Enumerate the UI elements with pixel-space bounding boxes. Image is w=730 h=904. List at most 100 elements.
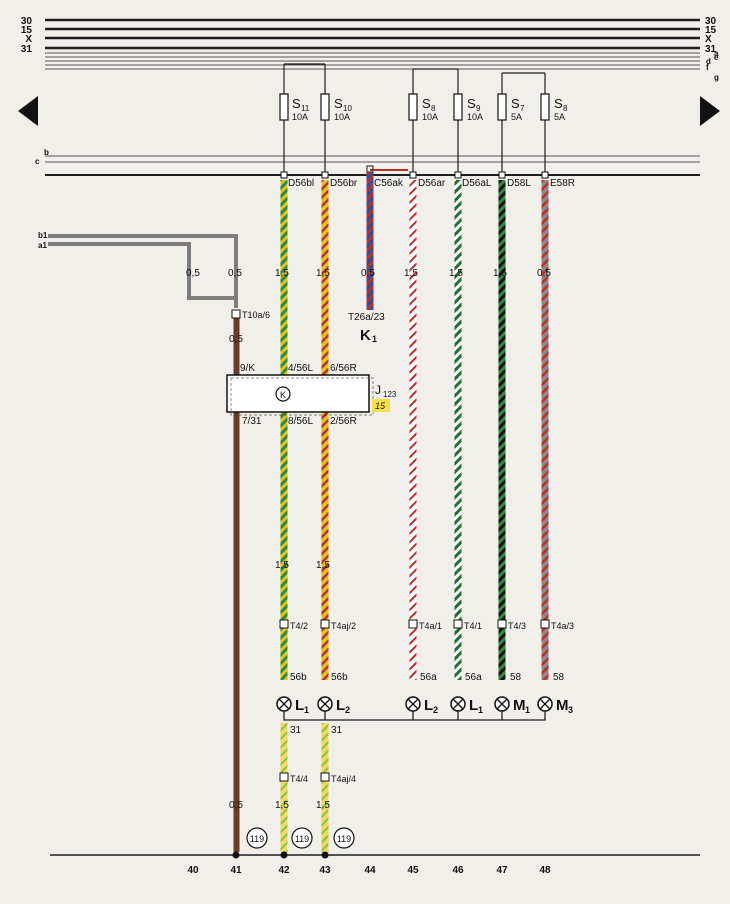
ground-labels: 31 31 — [290, 725, 343, 736]
svg-text:43: 43 — [319, 865, 331, 876]
wire-col47 — [498, 180, 506, 680]
wire-col42 — [280, 180, 288, 680]
connectors-t4-mid: T4/2 T4aj/2 T4a/1 T4/1 T4/3 T4a/3 — [279, 619, 574, 631]
ground-bus — [283, 711, 546, 721]
rail-label-right-a: a — [714, 49, 719, 58]
svg-text:T4/1: T4/1 — [464, 621, 482, 631]
lamp-m1: M 1 — [494, 696, 530, 715]
svg-text:L: L — [424, 697, 433, 714]
svg-text:41: 41 — [230, 865, 242, 876]
svg-text:M: M — [556, 697, 569, 714]
k1-label: K — [360, 327, 371, 344]
wire-col41-upper — [233, 315, 240, 375]
svg-text:1,5: 1,5 — [316, 800, 330, 811]
rail-label-right-g: g — [714, 73, 719, 82]
svg-text:1: 1 — [372, 334, 377, 344]
svg-text:10A: 10A — [334, 112, 350, 122]
svg-text:0,5: 0,5 — [229, 800, 243, 811]
signal-labels: 56b 56b 56a 56a 58 58 — [290, 672, 565, 683]
svg-text:T10a/6: T10a/6 — [242, 310, 270, 320]
svg-text:2: 2 — [433, 705, 438, 715]
svg-text:M: M — [513, 697, 526, 714]
svg-text:S: S — [554, 96, 563, 111]
connector-labels: D56bl D56br C56ak D56ar D56aL D58L E58R — [288, 178, 575, 189]
wire-col44 — [366, 172, 374, 310]
harness-label-b1: b1 — [38, 231, 48, 240]
svg-text:L: L — [469, 697, 478, 714]
svg-text:10A: 10A — [422, 112, 438, 122]
svg-text:10: 10 — [343, 104, 352, 113]
wire-col48 — [541, 180, 549, 680]
svg-text:T4aj/4: T4aj/4 — [331, 774, 356, 784]
svg-text:48: 48 — [539, 865, 551, 876]
svg-text:8: 8 — [431, 104, 436, 113]
svg-text:1,5: 1,5 — [449, 268, 463, 279]
fuse-s11: S 11 10A — [279, 93, 310, 122]
svg-text:45: 45 — [407, 865, 419, 876]
svg-text:0,5: 0,5 — [186, 268, 200, 279]
rail-label-left-15: 15 — [21, 25, 33, 36]
svg-text:0,5: 0,5 — [537, 268, 551, 279]
connector-d58l: D58L — [507, 178, 531, 189]
connector-t10a6: T10a/6 — [231, 309, 270, 320]
svg-text:1,5: 1,5 — [275, 268, 289, 279]
svg-text:10A: 10A — [467, 112, 483, 122]
svg-text:1: 1 — [304, 705, 309, 715]
ground-ref-markers: 119 119 119 — [246, 827, 355, 849]
svg-text:44: 44 — [364, 865, 376, 876]
svg-text:40: 40 — [187, 865, 199, 876]
rail-label-right-30: 30 — [705, 16, 717, 27]
svg-text:1,5: 1,5 — [493, 268, 507, 279]
svg-text:L: L — [295, 697, 304, 714]
svg-text:T4/3: T4/3 — [508, 621, 526, 631]
svg-text:T4a/1: T4a/1 — [419, 621, 442, 631]
harness-label-a1: a1 — [38, 241, 47, 250]
svg-text:S: S — [292, 96, 301, 111]
lamp-l1-right: L 1 — [450, 696, 483, 715]
svg-text:K: K — [280, 390, 286, 400]
connector-c56ak: C56ak — [374, 178, 404, 189]
svg-text:L: L — [336, 697, 345, 714]
svg-text:7/31: 7/31 — [242, 416, 262, 427]
rail-label-b: b — [44, 148, 49, 157]
relay-j123: K 9/K 4/56L 6/56R 7/31 8/56L 2/56R J 123… — [226, 363, 397, 427]
connector-d56ar: D56ar — [418, 178, 446, 189]
svg-text:9: 9 — [476, 104, 481, 113]
rail-label-left-31: 31 — [21, 44, 33, 55]
relay-j123-box — [226, 374, 370, 413]
connectors-t4-lower: T4/4 T4aj/4 — [279, 772, 356, 784]
svg-text:47: 47 — [496, 865, 508, 876]
lamp-l2-left: L 2 — [317, 696, 350, 715]
connector-e58r: E58R — [550, 178, 575, 189]
svg-text:0,5: 0,5 — [228, 268, 242, 279]
svg-text:T4/2: T4/2 — [290, 621, 308, 631]
lamp-l1-left: L 1 — [276, 696, 309, 715]
wire-col45 — [409, 180, 417, 680]
rail-label-right-d: d — [706, 57, 711, 66]
fuse-s8-10a: S 8 10A — [408, 93, 438, 122]
svg-text:119: 119 — [250, 834, 264, 844]
rail-label-left-30: 30 — [21, 16, 33, 27]
ground-ref-2-icon — [291, 827, 313, 849]
ground-ref-1-icon — [246, 827, 268, 849]
connector-t26a23: T26a/23 K 1 — [348, 312, 385, 344]
previous-page-arrow-icon[interactable] — [18, 96, 38, 126]
svg-text:1,5: 1,5 — [275, 560, 289, 571]
wire-size-labels: 0,5 0,5 0,5 1,5 1,5 0,5 1,5 1,5 1,5 0,5 … — [186, 268, 551, 811]
relay-j123-label: J — [375, 383, 381, 397]
wire-col46 — [454, 180, 462, 680]
svg-text:8/56L: 8/56L — [288, 416, 313, 427]
svg-text:56a: 56a — [465, 672, 482, 683]
next-page-arrow-icon[interactable] — [700, 96, 720, 126]
rail-label-right-31: 31 — [705, 44, 717, 55]
wire-col42-lower — [280, 723, 288, 853]
svg-text:46: 46 — [452, 865, 464, 876]
svg-text:8: 8 — [563, 104, 568, 113]
svg-text:119: 119 — [295, 834, 309, 844]
column-numbers: 40 41 42 43 44 45 46 47 48 — [187, 865, 551, 876]
svg-text:56b: 56b — [331, 672, 348, 683]
svg-text:58: 58 — [510, 672, 522, 683]
wire-col41-lower — [233, 412, 240, 852]
svg-text:T4a/3: T4a/3 — [551, 621, 574, 631]
